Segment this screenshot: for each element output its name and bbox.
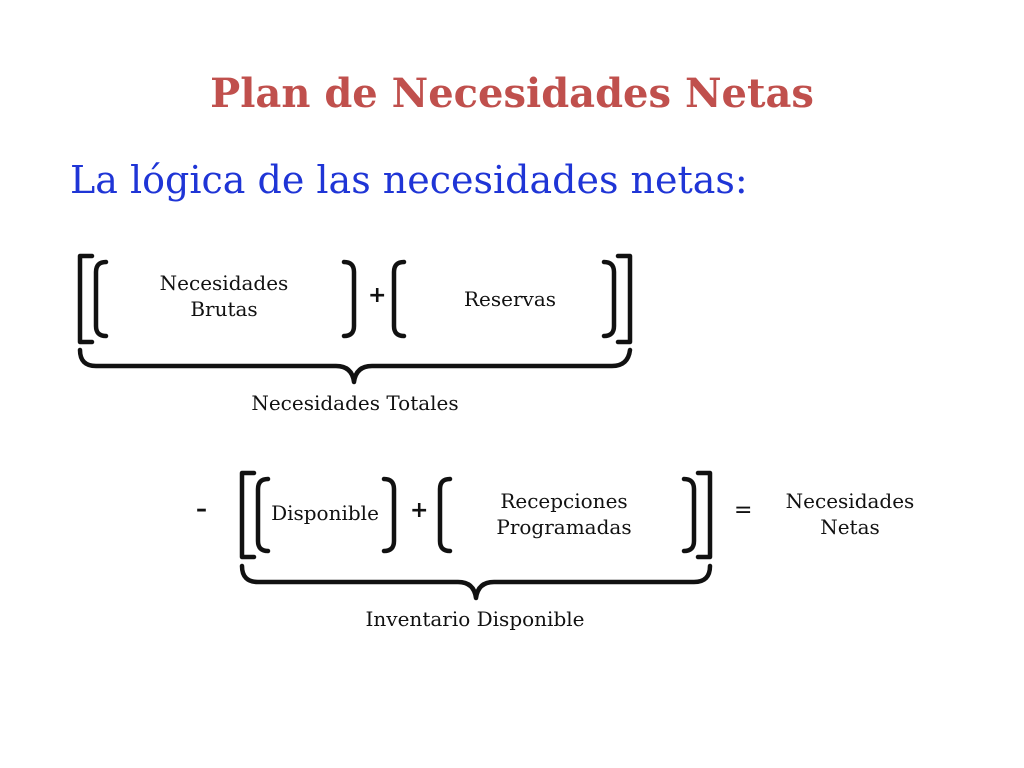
row1-outer-left-bracket xyxy=(77,253,95,345)
row2-item1-left-paren xyxy=(255,476,271,554)
row1-item1-right-paren xyxy=(341,259,357,339)
row2-item2-label: Recepciones Programadas xyxy=(496,489,632,539)
row1-item1-left-paren xyxy=(93,259,109,339)
row2-brace-label: Inventario Disponible xyxy=(365,607,585,631)
row2-item1-label: Disponible xyxy=(271,501,379,525)
row1-item2-label: Reservas xyxy=(463,287,557,311)
row2-item2-right-paren xyxy=(681,476,697,554)
row1-curly-brace xyxy=(77,347,633,385)
row1-outer-right-bracket xyxy=(615,253,633,345)
row2-plus-sign: + xyxy=(410,498,429,523)
row1-brace-label: Necesidades Totales xyxy=(251,391,459,415)
row1-item2-left-paren xyxy=(391,259,407,339)
row1-item1-label: Necesidades Brutas xyxy=(159,271,289,321)
slide-title: Plan de Necesidades Netas xyxy=(210,70,814,117)
row1-plus-sign: + xyxy=(368,283,387,308)
row2-curly-brace xyxy=(239,563,713,601)
row2-outer-right-bracket xyxy=(695,470,713,560)
row2-outer-left-bracket xyxy=(239,470,257,560)
row2-minus-sign: – xyxy=(196,497,207,522)
row2-equals-sign: = xyxy=(734,498,753,523)
row2-item2-left-paren xyxy=(437,476,453,554)
slide-subtitle: La lógica de las necesidades netas: xyxy=(70,158,748,202)
row1-item2-right-paren xyxy=(601,259,617,339)
row2-item1-right-paren xyxy=(381,476,397,554)
row2-result-label: Necesidades Netas xyxy=(785,489,915,539)
